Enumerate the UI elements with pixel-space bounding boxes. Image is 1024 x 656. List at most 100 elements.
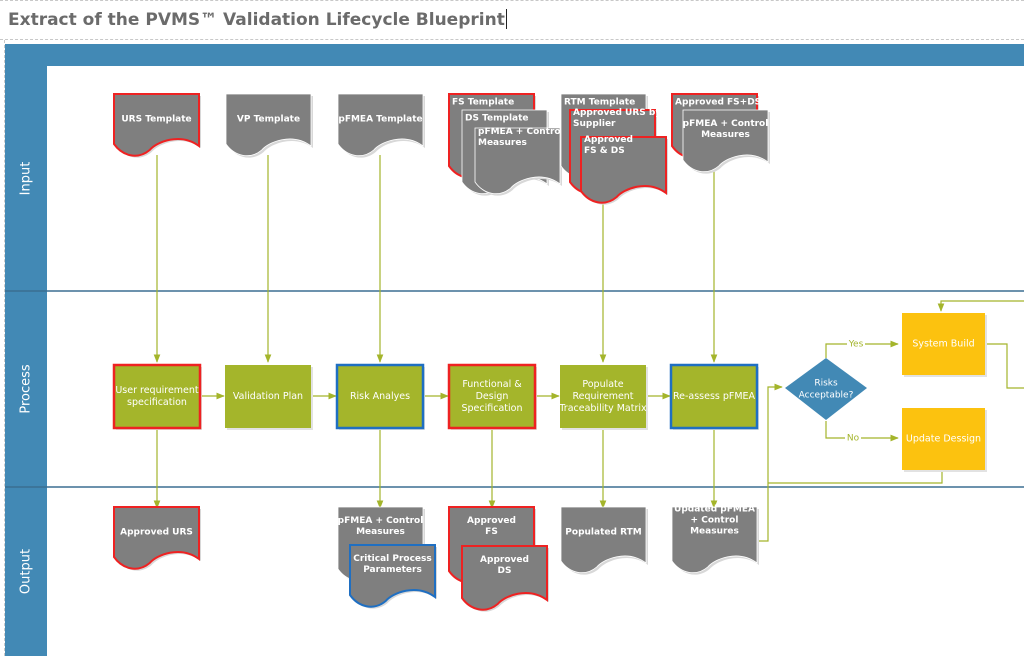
connector-line	[757, 383, 783, 542]
shape-label-line: specification	[127, 397, 187, 408]
shape-label-line: System Build	[912, 339, 974, 350]
lane-process: Process	[5, 290, 1024, 487]
action-body	[902, 313, 985, 375]
shape-label-line: Measures	[356, 527, 405, 537]
branch-label-bg	[847, 338, 865, 350]
document-body	[560, 506, 647, 574]
process-body	[112, 363, 202, 430]
shape-label-line: Approved FS+DS	[675, 98, 761, 108]
shape-label-line: Specification	[462, 403, 523, 414]
shape-label-line: Populate	[582, 379, 623, 390]
process-body	[335, 363, 425, 430]
shape-label-line: Design	[476, 391, 509, 402]
process-risk-analyses[interactable]: Risk Analyes	[335, 363, 425, 430]
shape-label-line: RTM Template	[564, 98, 635, 108]
document-body	[671, 506, 758, 574]
title-bar: Extract of the PVMS™ Validation Lifecycl…	[0, 0, 1024, 40]
shape-label-line: VP Template	[237, 115, 300, 125]
branch-label-yes: Yes	[848, 340, 864, 350]
connector-line	[985, 343, 1024, 389]
shape-label-line: Approved URS	[120, 528, 193, 538]
shape-label-line: Approved	[467, 516, 516, 526]
process-body	[669, 363, 759, 430]
action-update-design[interactable]: Update Dessign	[902, 408, 987, 472]
shape-label-line: Update Dessign	[906, 434, 981, 445]
document-vp-template[interactable]: VP Template	[225, 93, 313, 158]
shape-label-line: Parameters	[363, 565, 422, 575]
shape-label-line: Functional &	[462, 379, 522, 390]
shape-label-line: FS	[485, 527, 498, 537]
shape-label-line: Measures	[701, 130, 750, 140]
shape-label-line: + Control	[691, 516, 739, 526]
document-body	[580, 136, 667, 204]
shape-label-line: DS Template	[465, 114, 529, 124]
shape-label-line: FS & DS	[584, 146, 625, 156]
shape-label-line: Updated pFMEA	[674, 505, 755, 515]
shape-label-line: pFMEA + Control	[338, 516, 424, 526]
process-validation-plan[interactable]: Validation Plan	[225, 365, 313, 430]
lane-header-process	[5, 291, 47, 487]
branch-label-no: No	[847, 434, 860, 444]
connector-line	[937, 300, 1024, 312]
shape-label-line: pFMEA Template	[338, 115, 422, 125]
shape-label-line: User requirement	[115, 385, 199, 396]
lane-label-process: Process	[19, 364, 34, 414]
shape-label-line: Supplier	[573, 119, 616, 129]
document-body	[682, 109, 769, 173]
connectors	[153, 155, 1024, 542]
lane-input: Input	[5, 66, 47, 291]
connector-line	[825, 340, 899, 358]
process-body	[447, 363, 537, 430]
text-cursor	[505, 9, 507, 29]
page-title[interactable]: Extract of the PVMS™ Validation Lifecycl…	[8, 9, 507, 30]
branch-label-bg	[845, 432, 861, 444]
lane-output: Output	[5, 486, 1024, 656]
shape-label-line: Traceability Matrix	[558, 403, 647, 414]
process-reassess[interactable]: Re-assess pFMEA	[669, 363, 759, 430]
lane-label-output: Output	[19, 549, 34, 594]
shape-label-line: Validation Plan	[233, 391, 303, 402]
shape-label-line: Risks	[814, 379, 838, 389]
shape-label-line: Measures	[690, 527, 739, 537]
lane-header-output	[5, 487, 47, 656]
document-urs-template[interactable]: URS Template	[113, 93, 201, 158]
document-body	[225, 93, 312, 157]
shape-label-line: pFMEA + Control	[683, 119, 769, 129]
shape-label-line: Approved URS by	[573, 108, 661, 118]
shape-label-line: Approved	[584, 135, 633, 145]
connector-line	[825, 421, 899, 442]
shape-label-line: Re-assess pFMEA	[673, 391, 756, 402]
document-approved-urs[interactable]: Approved URS	[113, 506, 201, 571]
shape-label-line: Approved	[480, 555, 529, 565]
lane-header-input	[5, 66, 47, 291]
shape-label-line: Populated RTM	[565, 528, 641, 538]
document-body	[113, 506, 200, 570]
pool-header-bar	[5, 44, 1024, 66]
action-body	[902, 408, 985, 470]
shape-label-line: Critical Process	[353, 554, 432, 564]
shape-label-line: DS	[498, 566, 512, 576]
page-title-text[interactable]: Extract of the PVMS™ Validation Lifecycl…	[8, 10, 505, 30]
action-system-build[interactable]: System Build	[902, 313, 987, 377]
shape-label-line: Acceptable?	[799, 391, 854, 401]
shape-label-line: Risk Analyes	[350, 391, 410, 402]
page-margin-guide	[0, 40, 5, 656]
shape-label-line: FS Template	[452, 98, 514, 108]
document-populated-rtm[interactable]: Populated RTM	[560, 506, 648, 575]
lane-label-input: Input	[19, 162, 34, 196]
document-pfmea-template[interactable]: pFMEA Template	[337, 93, 425, 158]
decision-body	[785, 358, 867, 420]
